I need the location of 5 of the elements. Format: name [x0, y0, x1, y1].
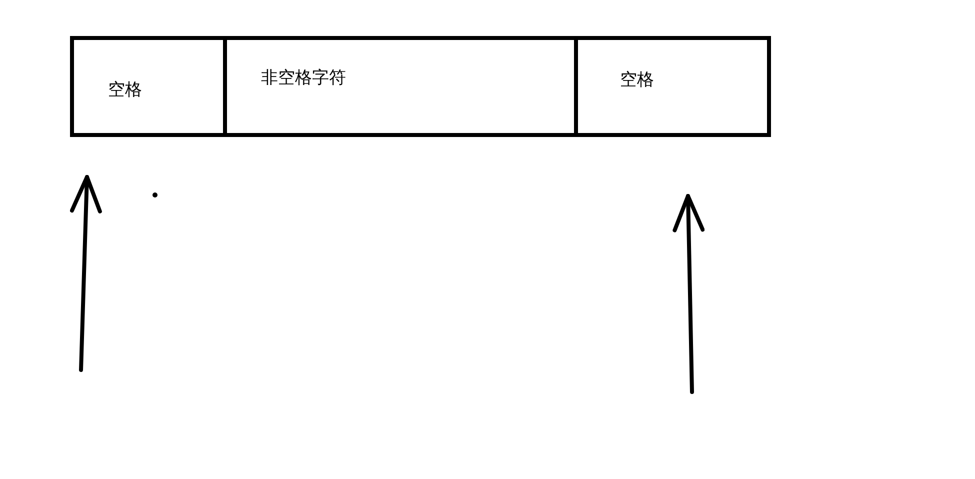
- cell-label: 空格: [620, 69, 654, 91]
- arrow: [672, 194, 705, 394]
- cell-label: 非空格字符: [261, 67, 346, 89]
- arrow: [70, 175, 102, 372]
- cell-label: 空格: [108, 79, 142, 101]
